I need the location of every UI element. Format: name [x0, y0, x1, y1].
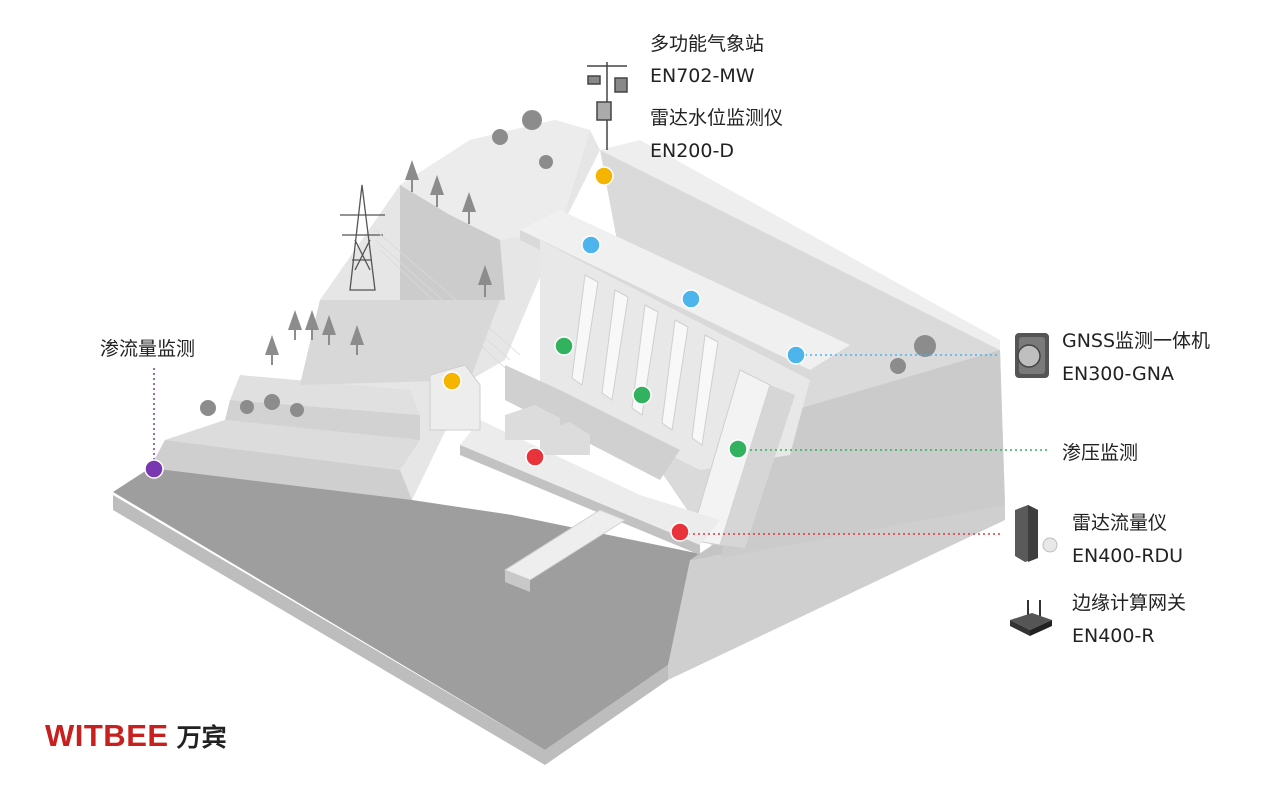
radar-flow-name: 雷达流量仪 [1072, 512, 1168, 534]
seepage-pressure-marker [728, 439, 748, 459]
gnss-marker [681, 289, 701, 309]
trees [200, 110, 936, 417]
weather-water-marker [594, 166, 614, 186]
brand-name-cn: 万宾 [176, 723, 227, 752]
seepage-pressure-marker [632, 385, 652, 405]
seepage-flow-name: 渗流量监测 [100, 338, 196, 360]
dam-body [429, 210, 850, 592]
gnss-marker [786, 345, 806, 365]
seepage-flow-marker [144, 459, 164, 479]
radar-flow-device-icon [1015, 505, 1058, 562]
flow-radar-marker [525, 447, 545, 467]
edge-gateway-name: 边缘计算网关 [1072, 592, 1187, 614]
seepage-pressure-marker [554, 336, 574, 356]
gnss-marker [581, 235, 601, 255]
edge-gateway-model: EN400-R [1072, 625, 1155, 647]
weather-station-name: 多功能气象站 [650, 33, 765, 55]
leader-lines [153, 354, 1050, 535]
radar-level-model: EN200-D [650, 140, 734, 162]
weather-station-icon [587, 62, 628, 150]
radar-flow-model: EN400-RDU [1072, 545, 1184, 567]
seepage-pressure-name: 渗压监测 [1062, 442, 1139, 464]
weather-water-marker [442, 371, 462, 391]
markers [144, 166, 806, 542]
weather-station-model: EN702-MW [650, 65, 755, 87]
gnss-model: EN300-GNA [1062, 363, 1174, 385]
router-icon [1010, 600, 1052, 636]
gnss-device-icon [1015, 333, 1049, 378]
radar-level-name: 雷达水位监测仪 [650, 107, 784, 129]
flow-radar-marker [670, 522, 690, 542]
brand-name-en: WITBEE [45, 718, 169, 753]
gnss-name: GNSS监测一体机 [1062, 330, 1211, 352]
